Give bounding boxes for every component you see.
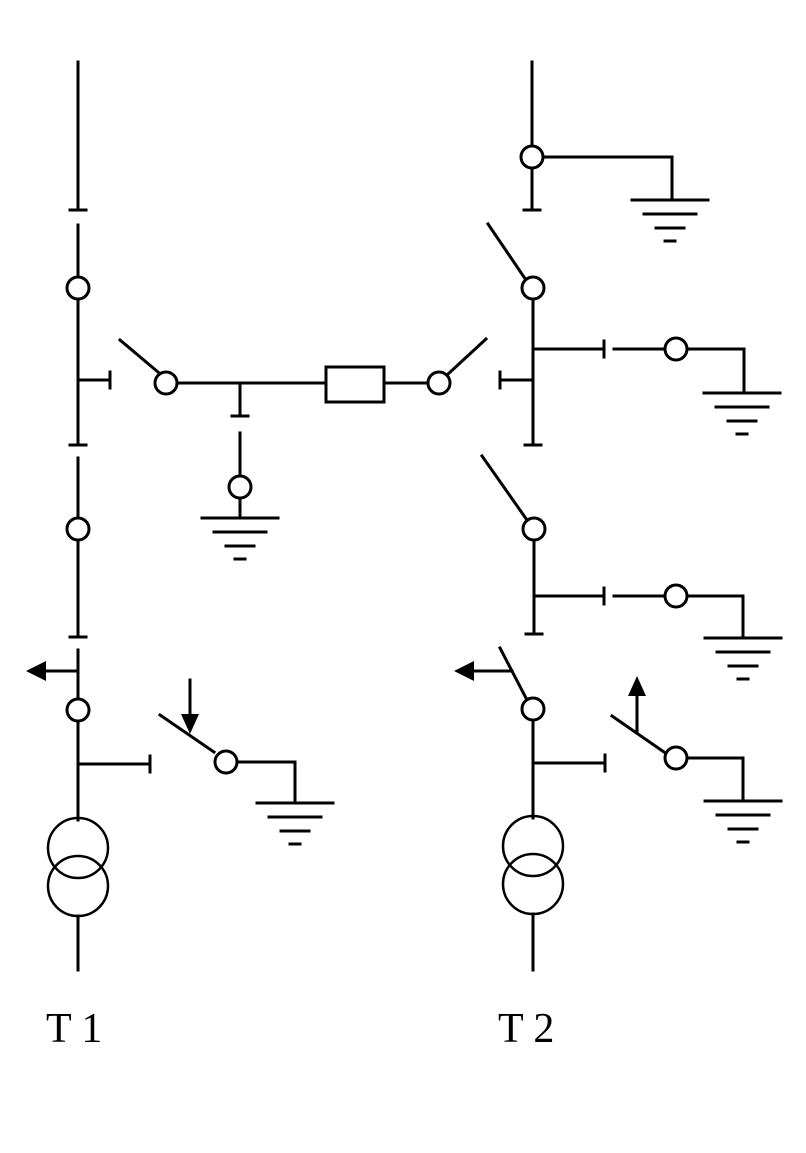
t2-breaker-contact [520,696,546,722]
coupler-left-contact [153,370,179,396]
bus-coupler [117,336,489,561]
t2-upper-earth-contact [663,336,689,362]
t2-middle-switch-contact [521,516,547,542]
coupler-right-contact [426,370,452,396]
coupler-ground-icon [200,516,280,561]
t2-label: T 2 [498,1006,554,1052]
t1-upper-switch-contact [65,275,91,301]
t1-middle-switch-contact [65,516,91,542]
t2-bottom-ground-icon [703,799,783,844]
t2-earth-switch-arrow-icon [628,676,646,696]
t1-transformer-icon [46,816,110,880]
t1-earth-switch-arrow-icon [181,714,199,734]
t2-upper-ground-icon [702,391,782,436]
t1-breaker-contact [65,697,91,723]
fuse-icon [324,365,386,404]
t1-earth-switch-contact [213,749,239,775]
t1-ground-icon [255,801,335,846]
t2-top-earth-contact [519,144,545,170]
t2-upper-switch-contact [520,275,546,301]
t2-top-ground-icon [630,198,710,243]
t2-middle-ground-icon [703,636,783,681]
t2-earth-switch-contact [663,745,689,771]
t1-open-arrow-icon [26,661,46,681]
t2-open-arrow-icon [454,661,474,681]
t1-label: T 1 [46,1006,102,1052]
coupler-earth-contact [227,474,253,500]
t1-bay [26,60,335,972]
t2-bay [454,60,783,972]
t2-transformer-icon [501,814,565,878]
t2-middle-earth-contact [663,583,689,609]
